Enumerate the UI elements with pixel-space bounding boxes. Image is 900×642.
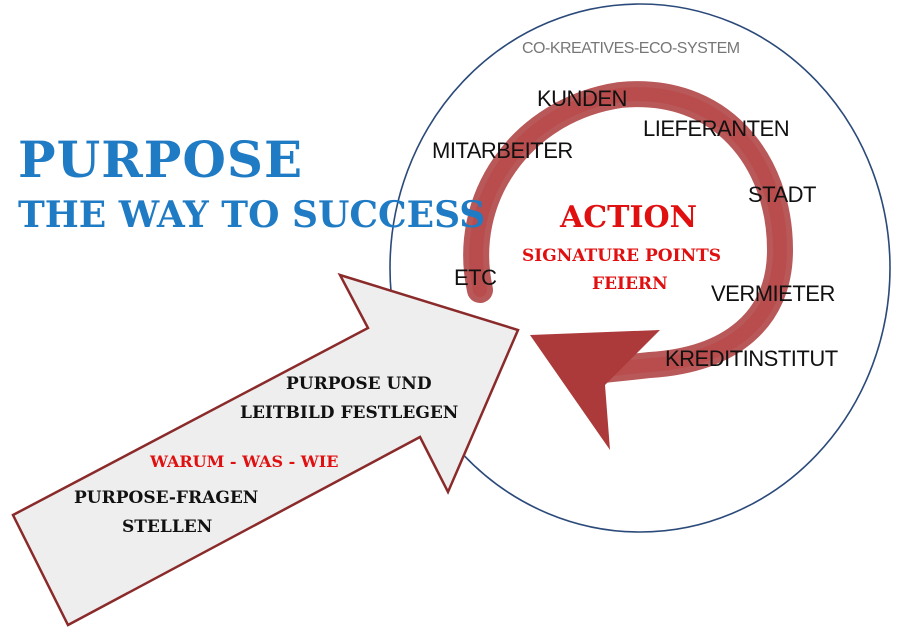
process-arrow: [11, 272, 520, 627]
center-line1: SIGNATURE POINTS: [522, 246, 722, 266]
subtitle: THE WAY TO SUCCESS: [18, 194, 486, 236]
stakeholder-etc: ETC: [454, 265, 497, 290]
main-title: PURPOSE: [18, 130, 304, 189]
stakeholder-stadt: STADT: [748, 182, 816, 207]
step3-line1: PURPOSE UND: [286, 374, 432, 394]
cycle-arrow-icon: [463, 81, 794, 450]
step2-text: WARUM - WAS - WIE: [150, 452, 339, 471]
center-line2: FEIERN: [592, 274, 668, 294]
stakeholder-mitarbeiter: MITARBEITER: [432, 138, 573, 163]
step1-line1: PURPOSE-FRAGEN: [74, 488, 259, 508]
step1-line2: STELLEN: [122, 517, 213, 537]
ecosystem-circle: [389, 3, 891, 533]
stakeholder-lieferanten: LIEFERANTEN: [643, 116, 790, 141]
stakeholder-vermieter: VERMIETER: [711, 281, 835, 306]
stakeholder-kreditinstitut: KREDITINSTITUT: [665, 346, 838, 371]
center-heading: ACTION: [560, 200, 698, 235]
ecosystem-label: CO-KREATIVES-ECO-SYSTEM: [522, 40, 740, 57]
stakeholder-kunden: KUNDEN: [537, 86, 627, 111]
step3-line2: LEITBILD FESTLEGEN: [240, 403, 459, 423]
